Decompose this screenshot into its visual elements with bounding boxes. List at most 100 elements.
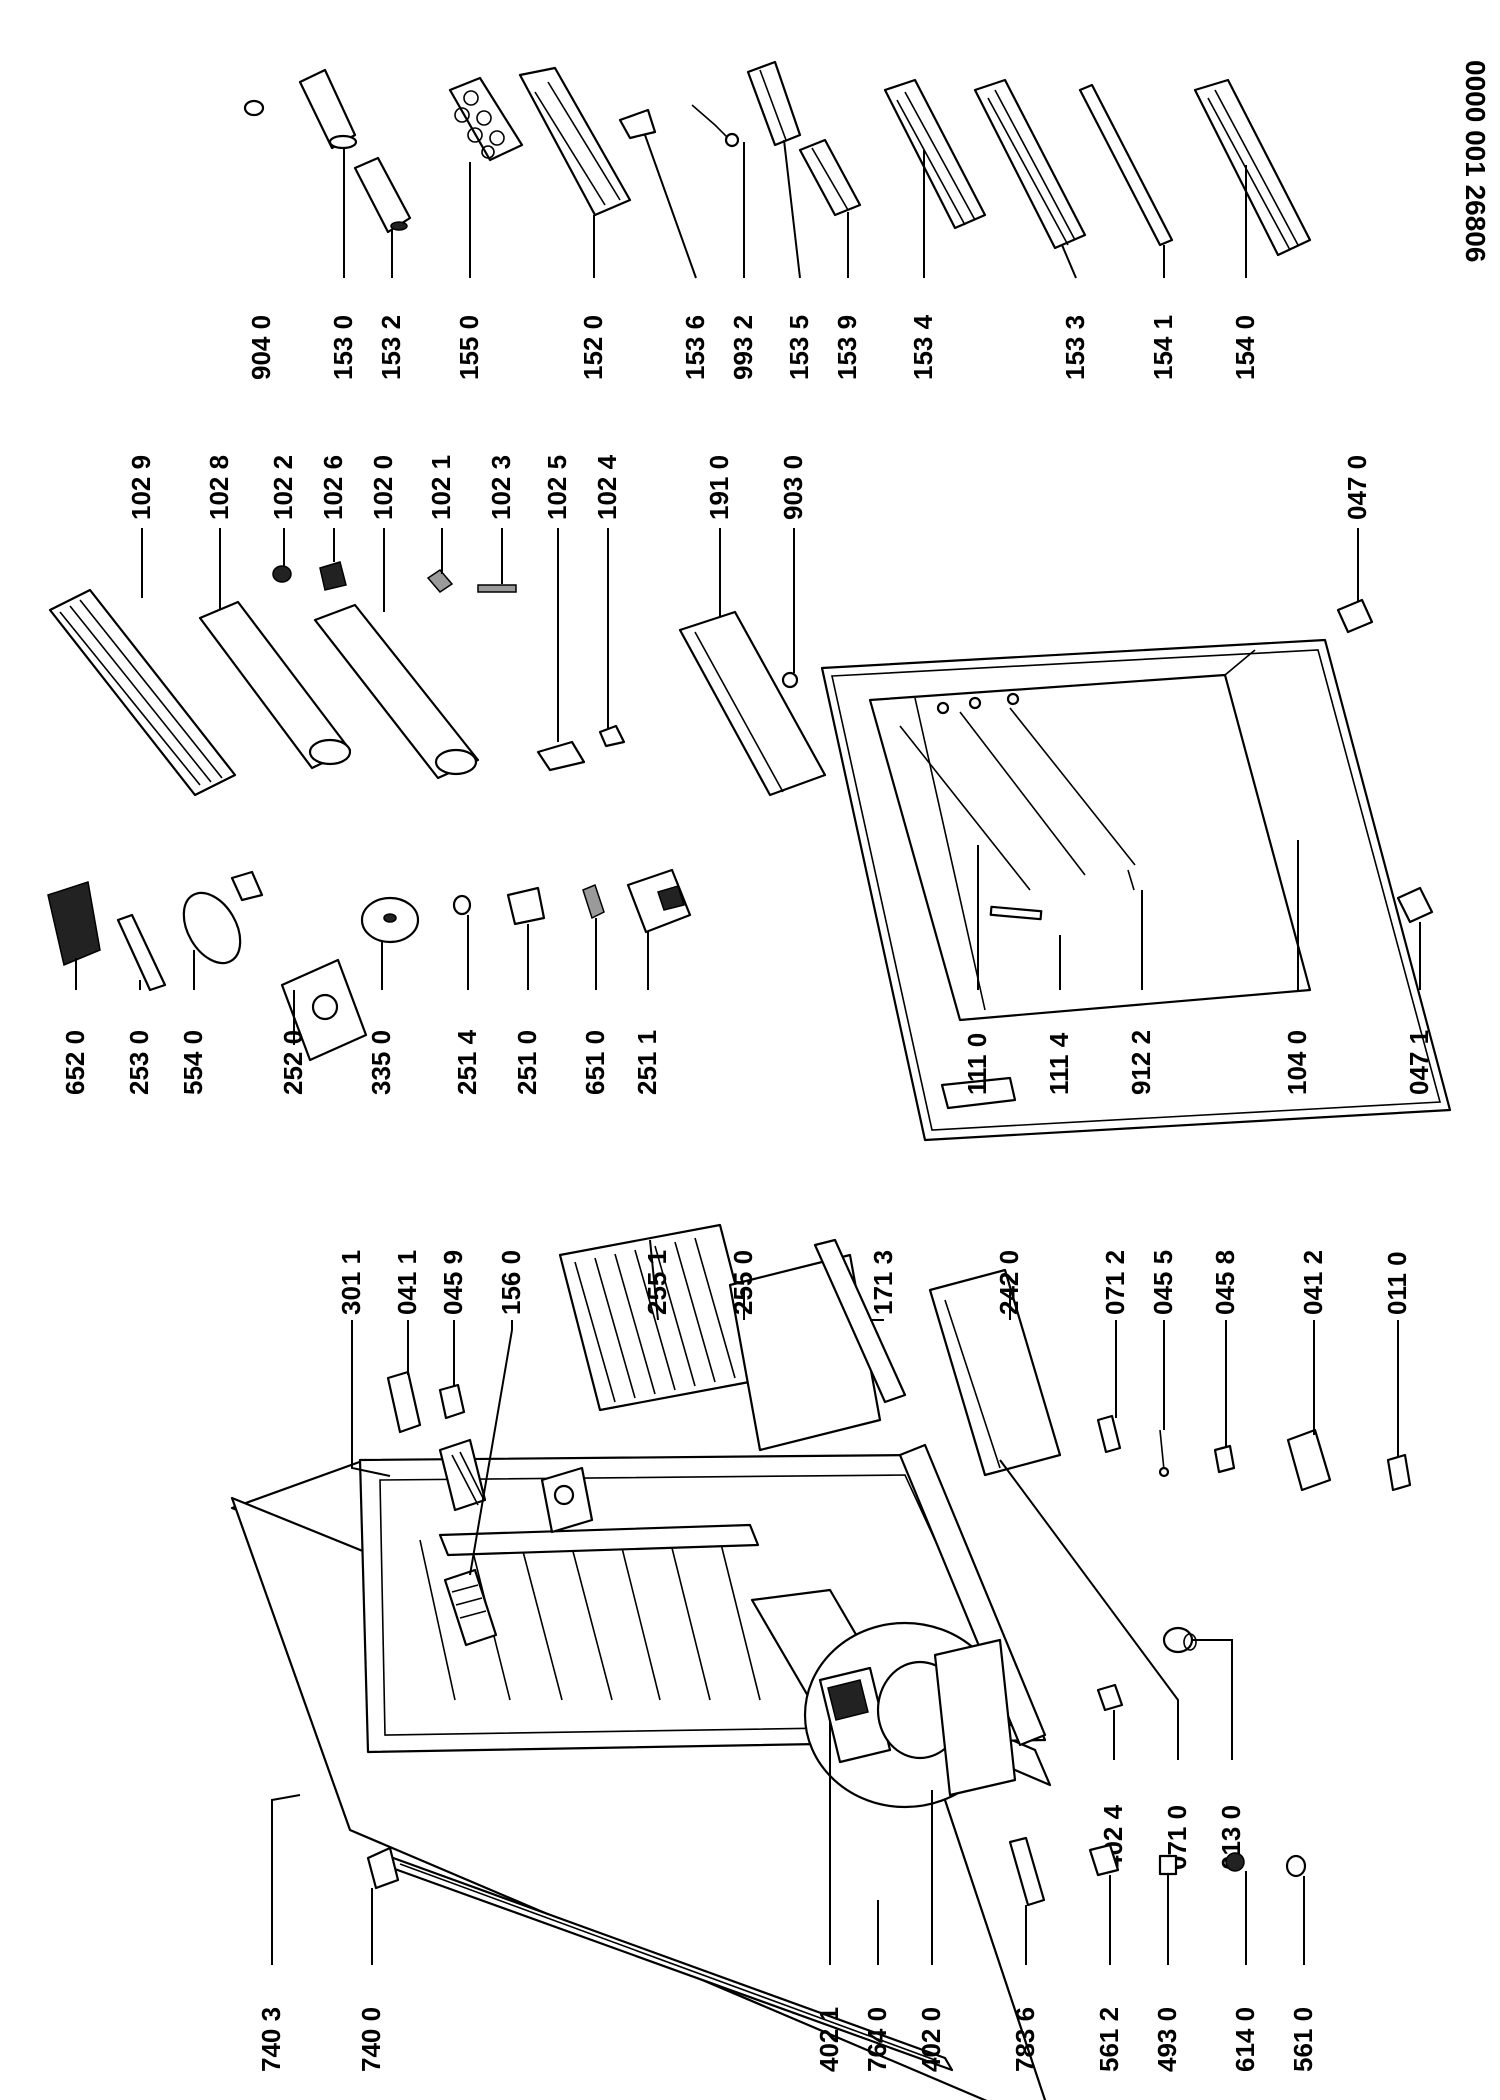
label-493-0: 493 0 (1152, 2007, 1182, 2072)
label-191-0: 191 0 (704, 455, 734, 520)
part-153-5 (746, 60, 802, 147)
label-651-0: 651 0 (580, 1030, 610, 1095)
part-047-0 (1336, 598, 1374, 634)
part-614-0 (1225, 1852, 1245, 1872)
label-045-5: 045 5 (1148, 1250, 1178, 1315)
refrigerator-cabinet (230, 1438, 1052, 2100)
part-242-0 (928, 1268, 1062, 1477)
label-993-2: 993 2 (728, 315, 758, 380)
part-102-6 (319, 561, 347, 591)
part-153-2 (353, 156, 412, 234)
right-side-leaders (999, 1459, 1233, 1760)
part-904-0 (243, 99, 265, 117)
part-903-0 (781, 671, 799, 689)
part-253-0 (116, 913, 167, 992)
freezer-door-parts (48, 561, 827, 797)
bottom-row-labels: 740 3 740 0 402 1 764 0 402 0 783 6 561 … (256, 2007, 1318, 2072)
label-047-0: 047 0 (1342, 455, 1372, 520)
part-013-0 (1162, 1626, 1197, 1654)
label-783-6: 783 6 (1010, 2007, 1040, 2072)
label-045-9: 045 9 (438, 1250, 468, 1315)
part-561-0 (1285, 1854, 1307, 1878)
label-253-0: 253 0 (124, 1030, 154, 1095)
label-102-0: 102 0 (368, 455, 398, 520)
part-652-0 (47, 881, 101, 967)
label-554-0: 554 0 (178, 1030, 208, 1095)
label-561-2: 561 2 (1094, 2007, 1124, 2072)
label-045-8: 045 8 (1210, 1250, 1240, 1315)
part-102-2 (272, 565, 292, 583)
label-251-1: 251 1 (632, 1030, 662, 1095)
part-041-1 (386, 1370, 422, 1434)
electrical-leaders (75, 840, 1421, 1045)
part-102-0 (313, 603, 480, 780)
label-153-4: 153 4 (908, 314, 938, 380)
fridge-internal-leaders (351, 1239, 1399, 1576)
part-041-2 (1286, 1428, 1332, 1492)
part-783-6 (1008, 1836, 1046, 1907)
label-153-2: 153 2 (376, 315, 406, 380)
label-154-0: 154 0 (1230, 315, 1260, 380)
part-045-5 (1159, 1429, 1165, 1471)
part-155-0 (448, 76, 524, 162)
label-102-3: 102 3 (486, 455, 516, 520)
part-191-0 (678, 610, 827, 797)
label-071-2: 071 2 (1100, 1250, 1130, 1315)
part-154-0 (1193, 78, 1312, 257)
label-041-1: 041 1 (392, 1250, 422, 1315)
label-041-2: 041 2 (1298, 1250, 1328, 1315)
label-251-0: 251 0 (512, 1030, 542, 1095)
label-251-4: 251 4 (452, 1029, 482, 1095)
part-152-0 (518, 66, 632, 217)
part-493-0 (1158, 1854, 1178, 1876)
fridge-internal-labels: 301 1 041 1 045 9 156 0 255 1 255 0 171 … (336, 1250, 1412, 1315)
part-154-1 (1078, 83, 1174, 247)
part-153-9 (798, 138, 862, 217)
label-104-0: 104 0 (1282, 1030, 1312, 1095)
label-912-2: 912 2 (1126, 1030, 1156, 1095)
part-104-0 (820, 638, 1452, 1142)
part-251-1 (626, 868, 692, 934)
label-102-4: 102 4 (592, 454, 622, 520)
label-153-5: 153 5 (784, 315, 814, 380)
part-071-2 (1096, 1414, 1122, 1454)
door-accessories-row (243, 60, 1312, 257)
label-740-3: 740 3 (256, 2007, 286, 2072)
part-102-1 (426, 569, 454, 593)
label-011-0: 011 0 (1382, 1251, 1412, 1315)
part-045-8 (1213, 1444, 1236, 1474)
document-code: 0000 001 26806 (1460, 60, 1491, 262)
part-251-4 (452, 894, 472, 916)
part-153-4 (883, 78, 987, 230)
label-102-2: 102 2 (268, 455, 298, 520)
label-301-1: 301 1 (336, 1250, 366, 1315)
part-252-0 (280, 958, 368, 1062)
freezer-door-leaders (141, 528, 1359, 742)
label-153-6: 153 6 (680, 315, 710, 380)
label-153-3: 153 3 (1060, 315, 1090, 380)
part-153-3 (973, 78, 1087, 250)
part-171-3 (813, 1238, 907, 1404)
part-011-0 (1386, 1453, 1412, 1492)
part-102-5 (536, 740, 586, 772)
part-102-4 (598, 724, 626, 748)
top-row-labels: 904 0 153 0 153 2 155 0 152 0 153 6 993 … (246, 314, 1260, 380)
part-651-0 (582, 883, 605, 920)
label-154-1: 154 1 (1148, 315, 1178, 380)
part-047-1 (1396, 886, 1434, 924)
label-102-9: 102 9 (126, 455, 156, 520)
part-156-0 (443, 1568, 498, 1647)
bottom-row-leaders (271, 1720, 1305, 1965)
freezer-door-labels: 102 9 102 8 102 2 102 6 102 0 102 1 102 … (126, 454, 1372, 520)
label-652-0: 652 0 (60, 1030, 90, 1095)
part-102-3 (477, 584, 517, 593)
electrical-parts (47, 868, 1434, 1062)
part-912-2 (1127, 869, 1135, 891)
label-764-0: 764 0 (862, 2007, 892, 2072)
part-153-6 (618, 108, 657, 140)
label-171-3: 171 3 (868, 1250, 898, 1315)
label-153-0: 153 0 (328, 315, 358, 380)
label-903-0: 903 0 (778, 455, 808, 520)
right-side-parts (1096, 1626, 1197, 1712)
